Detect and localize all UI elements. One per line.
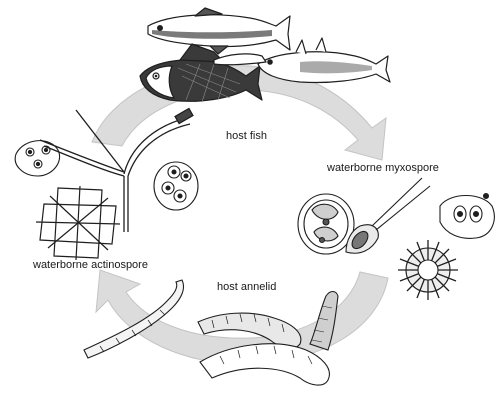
fish-icon (214, 54, 266, 65)
spore-icon (398, 240, 458, 300)
spore-icon (440, 194, 494, 239)
label-host-annelid: host annelid (217, 281, 276, 293)
actinospore-icon (15, 141, 59, 176)
label-waterborne-myxospore: waterborne myxospore (327, 162, 439, 174)
fish-icon (258, 38, 390, 83)
myxospore-group (298, 178, 494, 300)
fish-icon (148, 8, 290, 54)
label-waterborne-actinospore: waterborne actinospore (33, 259, 148, 271)
label-host-fish: host fish (226, 130, 267, 142)
actinospore-icon (154, 162, 198, 210)
actinospore-icon (36, 186, 120, 260)
pansporoblast-icon (298, 194, 354, 254)
